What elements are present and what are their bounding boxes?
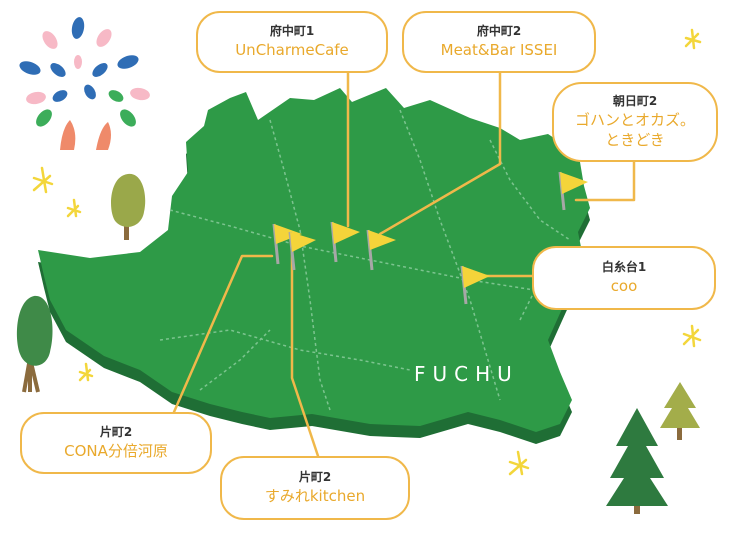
shop-label-cona-bubaigawara[interactable]: 片町2 CONA分倍河原 bbox=[20, 412, 212, 474]
flag-marker[interactable] bbox=[288, 231, 316, 271]
shop-label-gohan-to-okazu[interactable]: 朝日町2 ゴハンとオカズ。 ときどき bbox=[552, 82, 718, 162]
shop-area: 片町2 bbox=[298, 470, 332, 485]
flag-marker[interactable] bbox=[460, 265, 490, 305]
pine-tree-icon bbox=[606, 408, 668, 514]
firework-icon bbox=[19, 17, 150, 150]
shop-label-coo[interactable]: 白糸台1 coo bbox=[532, 246, 716, 310]
flag-marker[interactable] bbox=[272, 223, 302, 265]
tree-icon bbox=[111, 173, 146, 240]
tree-icon bbox=[16, 295, 53, 393]
sparkle-icon bbox=[32, 28, 702, 476]
shop-name: ゴハンとオカズ。 ときどき bbox=[574, 110, 695, 149]
flag-marker[interactable] bbox=[330, 221, 360, 263]
leader-lines bbox=[172, 70, 636, 458]
shop-name: coo bbox=[610, 276, 638, 295]
shop-label-meat-bar-issei[interactable]: 府中町2 Meat&Bar ISSEI bbox=[402, 11, 596, 73]
shop-label-uncharmecafe[interactable]: 府中町1 UnCharmeCafe bbox=[196, 11, 388, 73]
shop-name: CONA分倍河原 bbox=[64, 441, 168, 460]
city-name: FUCHU bbox=[414, 362, 519, 386]
flag-marker[interactable] bbox=[366, 229, 396, 271]
pine-tree-icon bbox=[660, 382, 700, 440]
shop-name: すみれkitchen bbox=[264, 486, 366, 505]
shop-area: 府中町1 bbox=[269, 24, 315, 39]
shop-name: Meat&Bar ISSEI bbox=[440, 40, 558, 59]
shop-area: 白糸台1 bbox=[601, 260, 647, 275]
shop-name: UnCharmeCafe bbox=[235, 40, 349, 59]
land bbox=[38, 88, 590, 432]
shop-area: 朝日町2 bbox=[612, 93, 658, 108]
shop-area: 府中町2 bbox=[476, 24, 522, 39]
shop-label-sumire-kitchen[interactable]: 片町2 すみれkitchen bbox=[220, 456, 410, 520]
flag-marker[interactable] bbox=[558, 171, 588, 211]
shop-area: 片町2 bbox=[99, 425, 133, 440]
